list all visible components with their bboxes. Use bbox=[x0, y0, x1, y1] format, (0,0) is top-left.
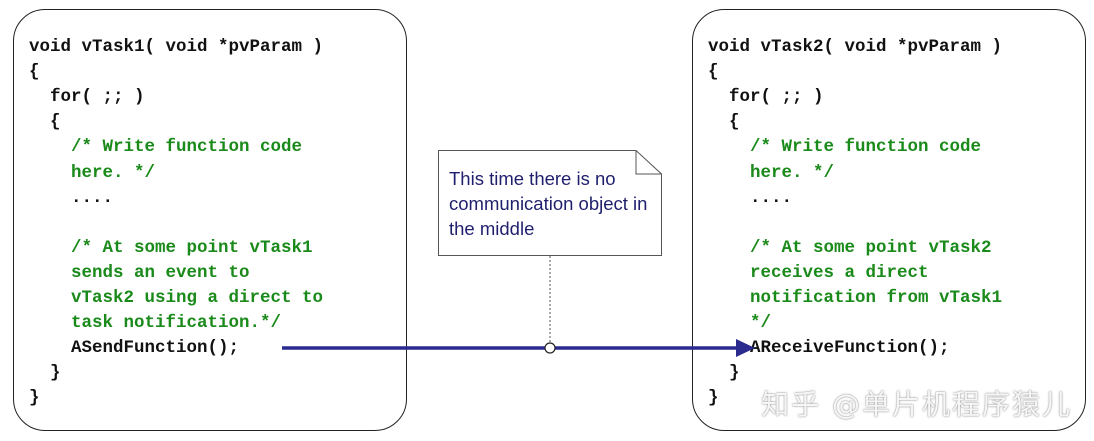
note-text: This time there is no communication obje… bbox=[449, 168, 648, 239]
vtask2-code-line: here. */ bbox=[708, 162, 835, 183]
callout-note: This time there is no communication obje… bbox=[438, 150, 662, 256]
connector-circle bbox=[544, 342, 556, 354]
vtask1-code-line: } bbox=[29, 388, 40, 409]
note-shape bbox=[438, 150, 662, 256]
vtask2-code-line: /* Write function code bbox=[708, 137, 982, 158]
vtask1-code-line: vTask2 using a direct to bbox=[29, 288, 324, 308]
vtask1-code-line: task notification.*/ bbox=[29, 313, 282, 334]
vtask1-code-line: void vTask1( void *pvParam ) bbox=[29, 37, 324, 57]
vtask1-code-line: sends an event to bbox=[29, 262, 250, 283]
vtask2-code-line: AReceiveFunction(); bbox=[708, 338, 950, 359]
vtask2-code-line: .... bbox=[708, 187, 793, 208]
vtask2-code-line: /* At some point vTask2 bbox=[708, 237, 992, 258]
vtask2-code-line: } bbox=[708, 388, 719, 409]
watermark: 知乎 @单片机程序猿儿 bbox=[761, 388, 1072, 421]
vtask1-code-line: { bbox=[29, 62, 40, 83]
vtask1-code-line: } bbox=[29, 363, 61, 384]
vtask1-code-line: for( ;; ) bbox=[29, 87, 145, 108]
arrow-head bbox=[736, 339, 755, 357]
vtask2-code-line: for( ;; ) bbox=[708, 87, 824, 108]
vtask1-code-line: here. */ bbox=[29, 162, 156, 183]
vtask2-code-line: { bbox=[708, 62, 719, 83]
vtask1-code-line: .... bbox=[29, 187, 114, 208]
vtask2-code-line: notification from vTask1 bbox=[708, 288, 1003, 308]
vtask2-code-line: } bbox=[708, 363, 740, 384]
vtask1-code-box bbox=[13, 9, 407, 431]
vtask2-code-line: void vTask2( void *pvParam ) bbox=[708, 37, 1003, 57]
vtask1-code-line: /* Write function code bbox=[29, 137, 303, 158]
vtask2-code-box bbox=[692, 9, 1086, 431]
vtask1-code-line: ASendFunction(); bbox=[29, 338, 240, 359]
vtask2-code-line: */ bbox=[708, 313, 772, 334]
vtask2-code-line: receives a direct bbox=[708, 262, 929, 283]
vtask1-code-line: /* At some point vTask1 bbox=[29, 237, 313, 258]
vtask2-code-line: { bbox=[708, 112, 740, 133]
vtask1-code-line: { bbox=[29, 112, 61, 133]
